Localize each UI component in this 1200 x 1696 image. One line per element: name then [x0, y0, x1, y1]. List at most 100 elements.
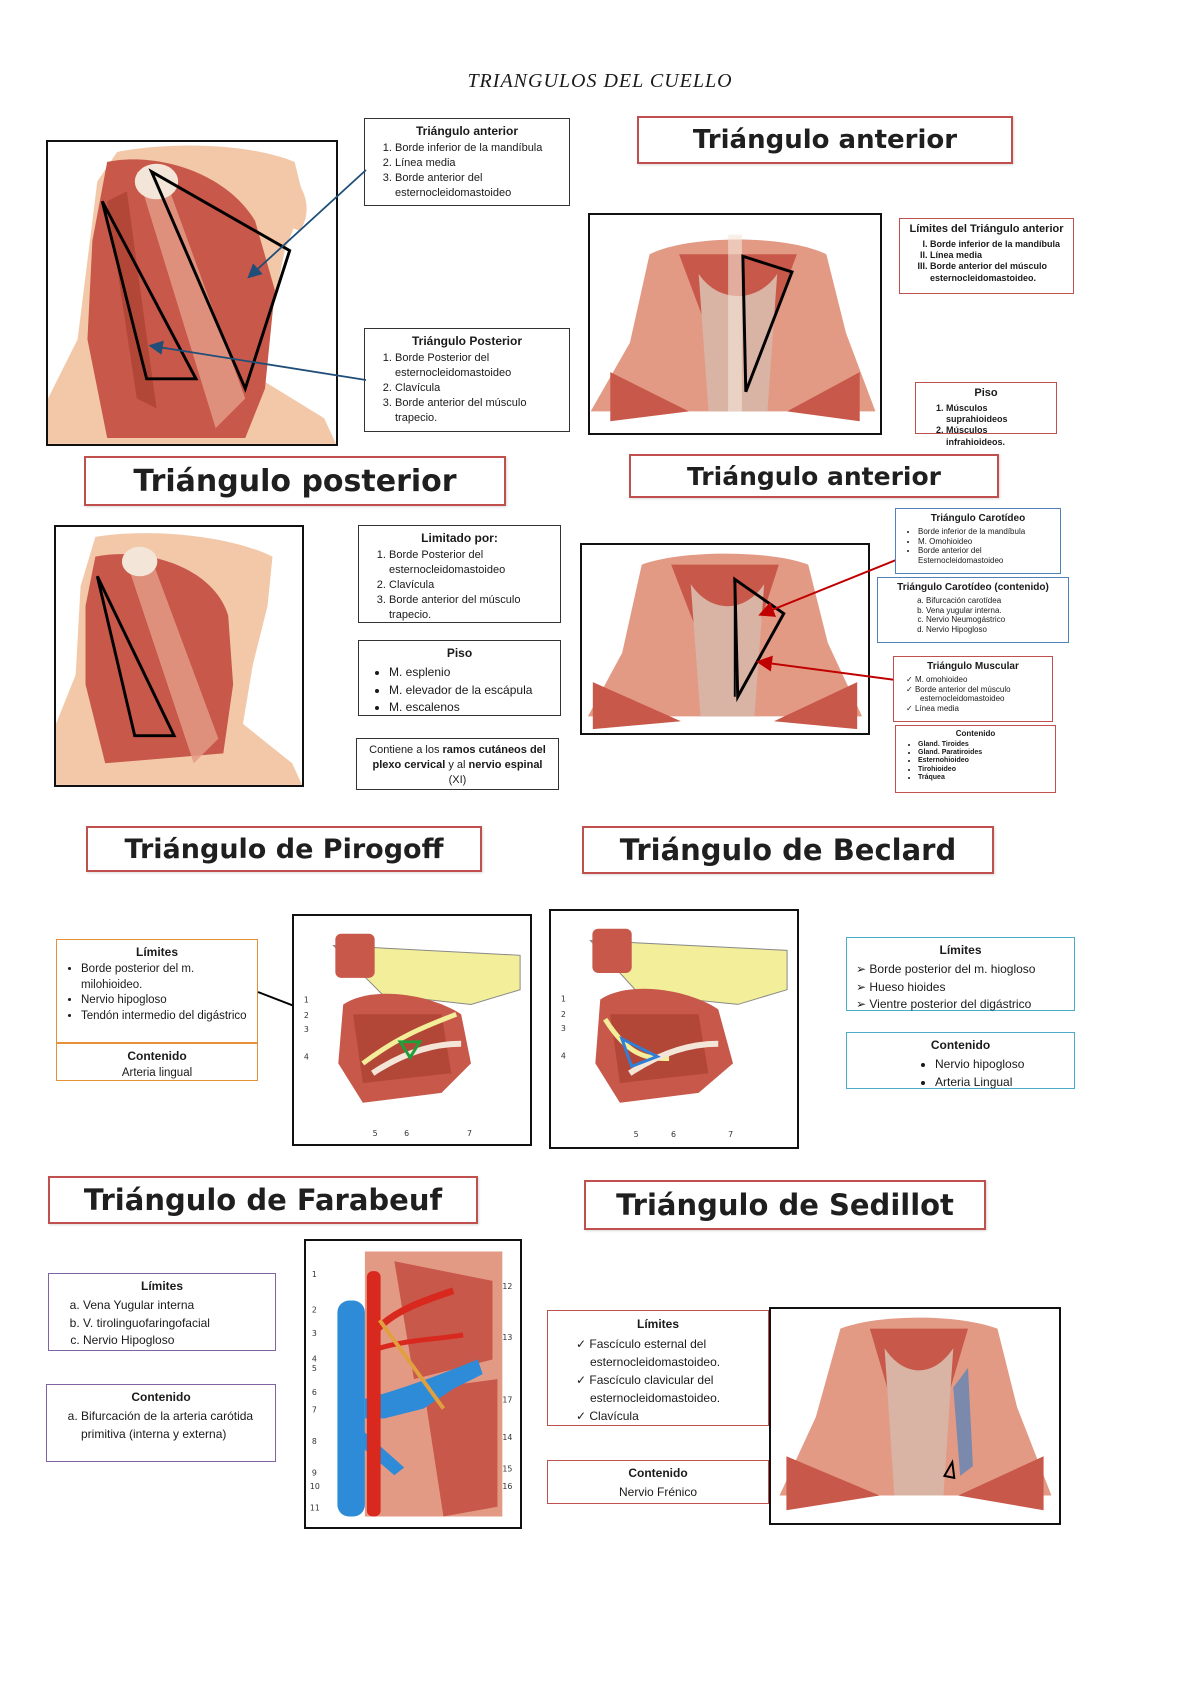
- list-item: Gland. Tiroides: [918, 741, 1049, 749]
- carotid-content-heading: Triángulo Carotídeo (contenido): [897, 582, 1049, 593]
- posterior-triangle-heading: Triángulo Posterior: [411, 334, 522, 348]
- beclard-triangle-banner: Triángulo de Beclard: [582, 826, 994, 874]
- list-item: Vena yugular interna.: [926, 606, 1060, 616]
- list-item: Borde inferior de la mandíbula: [395, 141, 561, 156]
- list-item: Tirohioideo: [918, 766, 1049, 774]
- fig-number: 1: [312, 1270, 317, 1279]
- list-item: Esternohioideo: [918, 757, 1049, 765]
- beclard-limits-box: Límites Borde posterior del m. hiogloso …: [846, 937, 1075, 1011]
- sedillot-limits-heading: Límites: [636, 1317, 679, 1331]
- beclard-content-heading: Contenido: [930, 1038, 991, 1052]
- beclard-illustration: 1 2 3 4 5 6 7: [551, 911, 797, 1147]
- list-item: Línea media: [930, 250, 1065, 261]
- list-item: Músculos infrahioideos.: [946, 425, 1048, 448]
- neck-anterior-illustration-2: [583, 545, 867, 733]
- list-item: Borde anterior del Esternocleidomastoide…: [918, 546, 1052, 565]
- neck-posterior-illustration: [56, 527, 302, 785]
- list-item: Borde anterior del esternocleidomastoide…: [395, 171, 561, 201]
- fig-number: 5: [312, 1364, 317, 1373]
- farabeuf-limits-box: Límites Vena Yugular interna V. tiroling…: [48, 1273, 276, 1351]
- contains-prefix: Contiene a los: [369, 744, 443, 756]
- list-item: Hueso hioides: [869, 979, 1066, 996]
- pirogoff-content-text: Arteria lingual: [121, 1067, 193, 1080]
- list-item: Borde inferior de la mandíbula: [918, 527, 1052, 537]
- list-item: M. escalenos: [389, 699, 552, 716]
- fig-number: 3: [312, 1329, 317, 1338]
- list-item: Borde posterior del m. hiogloso: [869, 961, 1066, 978]
- list-item: Bifurcación carotídea: [926, 596, 1060, 606]
- list-item: M. elevador de la escápula: [389, 682, 552, 699]
- sedillot-triangle-banner: Triángulo de Sedillot: [584, 1180, 986, 1230]
- sedillot-figure: [769, 1307, 1061, 1525]
- anterior-limits-heading: Límites del Triángulo anterior: [909, 223, 1064, 235]
- list-item: Fascículo esternal del esternocleidomast…: [589, 1335, 760, 1371]
- farabeuf-content-heading: Contenido: [131, 1390, 191, 1404]
- contains-suffix: (XI): [448, 773, 467, 786]
- carotid-triangle-heading: Triángulo Carotídeo: [930, 513, 1026, 524]
- list-item: Nervio hipogloso: [81, 993, 249, 1009]
- sedillot-content-heading: Contenido: [628, 1466, 688, 1480]
- list-item: Borde Posterior del esternocleidomastoid…: [389, 548, 552, 578]
- fig-number: 11: [310, 1504, 320, 1513]
- list-item: M. omohioideo: [915, 675, 1044, 685]
- fig-number: 7: [312, 1405, 317, 1414]
- beclard-figure: 1 2 3 4 5 6 7: [549, 909, 799, 1149]
- fig-number: 1: [304, 995, 309, 1004]
- sedillot-content-text: Nervio Frénico: [618, 1484, 698, 1499]
- list-item: Músculos suprahioideos: [946, 403, 1048, 426]
- posterior-triangle-box: Triángulo Posterior Borde Posterior del …: [364, 328, 570, 432]
- list-item: Arteria Lingual: [935, 1074, 1066, 1091]
- fig-number: 4: [561, 1052, 566, 1061]
- list-item: Clavícula: [395, 381, 561, 396]
- limited-by-heading: Limitado por:: [421, 531, 498, 545]
- fig-number: 4: [312, 1354, 317, 1363]
- posterior-floor-box: Piso M. esplenio M. elevador de la escáp…: [358, 640, 561, 716]
- fig-number: 5: [634, 1130, 639, 1139]
- farabeuf-triangle-banner: Triángulo de Farabeuf: [48, 1176, 478, 1224]
- fig-number: 15: [502, 1464, 512, 1473]
- farabeuf-limits-heading: Límites: [140, 1279, 183, 1293]
- list-item: Nervio hipogloso: [935, 1056, 1066, 1073]
- muscular-triangle-heading: Triángulo Muscular: [927, 661, 1019, 672]
- anterior-triangle-banner-2: Triángulo anterior: [629, 454, 999, 498]
- fig-number: 7: [728, 1130, 733, 1139]
- pirogoff-content-heading: Contenido: [127, 1049, 187, 1063]
- anterior-floor-heading: Piso: [974, 387, 998, 399]
- pirogoff-content-box: Contenido Arteria lingual: [56, 1043, 258, 1081]
- neck-lateral-figure: [46, 140, 338, 446]
- list-item: Gland. Paratiroides: [918, 749, 1049, 757]
- pirogoff-triangle-banner: Triángulo de Pirogoff: [86, 826, 482, 872]
- list-item: Borde anterior del músculo esternocleido…: [915, 685, 1044, 704]
- list-item: Tendón intermedio del digástrico: [81, 1009, 249, 1025]
- beclard-limits-heading: Límites: [939, 943, 982, 957]
- neck-posterior-figure: [54, 525, 304, 787]
- fig-number: 10: [310, 1482, 320, 1491]
- neck-anterior-illustration: [590, 215, 880, 433]
- contains-bold-2: nervio espinal: [468, 758, 543, 771]
- neck-anterior-figure: [588, 213, 882, 435]
- muscular-content-box: Contenido Gland. Tiroides Gland. Paratir…: [895, 725, 1056, 793]
- anterior-floor-box: Piso Músculos suprahioideos Músculos inf…: [915, 382, 1057, 447]
- fig-number: 4: [304, 1052, 309, 1061]
- list-item: Vena Yugular interna: [83, 1297, 267, 1314]
- anterior-triangle-banner: Triángulo anterior: [637, 116, 1013, 164]
- fig-number: 12: [502, 1282, 512, 1291]
- page-title: TRIANGULOS DEL CUELLO: [467, 70, 733, 92]
- connector-arrows-2: [756, 559, 897, 681]
- connector-arrows-1: [148, 169, 367, 381]
- fig-number: 3: [304, 1025, 309, 1034]
- fig-number: 6: [671, 1130, 676, 1139]
- farabeuf-figure: 1 2 3 4 5 6 7 8 9 10 11 12 13 17 14 15 1…: [304, 1239, 522, 1529]
- fig-number: 6: [404, 1129, 409, 1138]
- fig-number: 6: [312, 1388, 317, 1397]
- list-item: M. Omohioideo: [918, 537, 1052, 547]
- contains-bold-1: ramos cutáneos del plexo cervical: [372, 744, 546, 771]
- sedillot-content-box: Contenido Nervio Frénico: [547, 1460, 769, 1504]
- fig-number: 7: [467, 1129, 472, 1138]
- posterior-triangle-banner: Triángulo posterior: [84, 456, 506, 506]
- list-item: Línea media: [395, 156, 561, 171]
- pirogoff-illustration: 1 2 3 4 5 6 7: [294, 916, 530, 1144]
- neck-anterior-figure-2: [580, 543, 870, 735]
- list-item: Clavícula: [389, 578, 552, 593]
- carotid-triangle-box: Triángulo Carotídeo Borde inferior de la…: [895, 508, 1061, 574]
